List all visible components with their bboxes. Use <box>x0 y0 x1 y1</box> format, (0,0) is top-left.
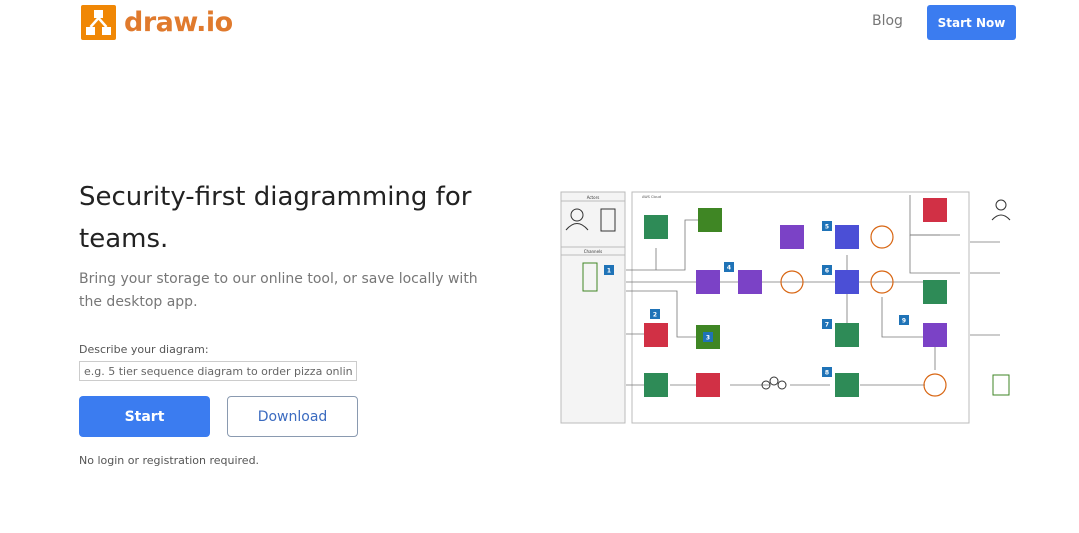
start-button[interactable]: Start <box>79 396 210 437</box>
step-badge: 6 <box>825 268 829 275</box>
channels-title: Channels <box>584 249 603 254</box>
aws-service-icons <box>565 198 1011 397</box>
step-badge: 2 <box>653 312 657 319</box>
describe-label: Describe your diagram: <box>79 343 209 356</box>
step-badge: 3 <box>706 335 710 342</box>
drawio-logo-icon <box>81 5 116 40</box>
step-badge: 7 <box>825 322 829 329</box>
step-badge: 5 <box>825 224 829 231</box>
blog-link[interactable]: Blog <box>872 13 903 29</box>
step-badge: 1 <box>607 268 611 275</box>
download-button[interactable]: Download <box>227 396 358 437</box>
step-badge: 9 <box>902 318 906 325</box>
step-badge: 4 <box>727 265 731 272</box>
describe-diagram-input[interactable] <box>79 361 357 381</box>
no-login-note: No login or registration required. <box>79 454 260 467</box>
logo[interactable]: draw.io <box>81 5 233 40</box>
page-title: Security-first diagramming for teams. <box>79 182 472 254</box>
logo-text: draw.io <box>124 7 233 38</box>
step-badge: 8 <box>825 370 829 377</box>
subtitle: Bring your storage to our online tool, o… <box>79 271 478 310</box>
architecture-diagram-image: Actors Channels AWS Cloud 1 2 3 4 5 6 <box>560 191 1011 424</box>
actors-title: Actors <box>587 195 600 200</box>
cloud-title: AWS Cloud <box>642 195 661 199</box>
start-now-button[interactable]: Start Now <box>927 5 1016 40</box>
